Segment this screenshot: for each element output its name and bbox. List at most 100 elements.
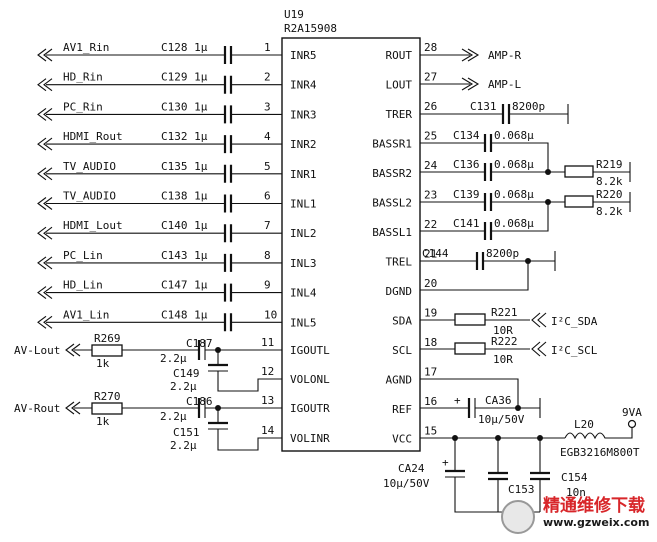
pin-name: IGOUTL (290, 344, 330, 357)
pin-number: 9 (264, 279, 271, 292)
input-cap-label: C130 1μ (161, 100, 208, 113)
logo-icon (501, 500, 535, 534)
pin-name: INR3 (290, 108, 317, 121)
watermark-url: www.gzweix.com (543, 516, 650, 529)
c141-label: C141 (453, 217, 480, 230)
coupling-cap-label: C186 (186, 395, 213, 408)
watermark-cn: 精通维修下载 (543, 496, 645, 516)
input-cap-label: C143 1μ (161, 249, 208, 262)
pin-name: BASSL2 (372, 197, 412, 210)
svg-text:+: + (454, 394, 461, 407)
vol-cap-label: C151 (173, 426, 200, 439)
pin-number: 25 (424, 130, 437, 143)
c144-value: 8200p (486, 247, 519, 260)
c134-value: 0.068μ (494, 129, 534, 142)
pin-number: 23 (424, 189, 437, 202)
pin-name: INL2 (290, 227, 317, 240)
pin-number: 1 (264, 41, 271, 54)
pin-name: TRER (386, 108, 413, 121)
c154-label: C154 (561, 471, 588, 484)
r222-label: R222 (491, 335, 518, 348)
vol-cap-label: C149 (173, 367, 200, 380)
res-label: R270 (94, 390, 121, 403)
ca36-label: CA36 (485, 394, 512, 407)
coupling-cap-value: 2.2μ (160, 352, 187, 365)
pin-name: INR4 (290, 79, 317, 92)
r222-value: 10R (493, 353, 513, 366)
input-cap-label: C128 1μ (161, 41, 208, 54)
c139-value: 0.068μ (494, 188, 534, 201)
pin-name: INL1 (290, 198, 317, 211)
i2c-sda: R221 10R I²C_SDA (420, 306, 598, 337)
c131-value: 8200p (512, 100, 545, 113)
amp-l-label: AMP-L (488, 78, 521, 91)
r220-resistor (564, 195, 594, 208)
res-value: 1k (96, 357, 110, 370)
watermark-logo: 精通维修下载 www.gzweix.com (499, 496, 649, 536)
av-net-label: AV-Rout (14, 402, 60, 415)
i2c-scl: R222 10R I²C_SCL (420, 335, 598, 366)
amp-l-output: AMP-L (420, 77, 521, 91)
input-cap-label: C129 1μ (161, 71, 208, 84)
left-output-section: 11IGOUTL12VOLONL13IGOUTR14VOLINRAV-LoutR… (14, 332, 330, 452)
res-value: 1k (96, 415, 110, 428)
pin-name: VCC (392, 433, 412, 446)
input-cap-label: C140 1μ (161, 219, 208, 232)
pin-name: INL4 (290, 287, 317, 300)
pin-name: BASSR1 (372, 138, 412, 151)
input-net-label: PC_Lin (63, 249, 103, 262)
series-resistor (91, 402, 123, 415)
pin-number: 21 (424, 248, 437, 261)
c136-label: C136 (453, 158, 480, 171)
input-net-label: HD_Lin (63, 279, 103, 292)
pin-name: TREL (386, 256, 413, 269)
input-net-label: AV1_Rin (63, 41, 109, 54)
input-net-label: HDMI_Lout (63, 219, 123, 232)
r221-resistor (454, 313, 486, 326)
pin-name: INR1 (290, 168, 317, 181)
res-label: R269 (94, 332, 121, 345)
pin-name: LOUT (386, 79, 413, 92)
input-net-label: HD_Rin (63, 71, 103, 84)
coupling-cap-label: C187 (186, 337, 213, 350)
input-net-label: PC_Rin (63, 100, 103, 113)
r219-label: R219 (596, 158, 623, 171)
ref-ca36-capacitor: + CA36 10μ/50V (420, 378, 541, 426)
pin-name: AGND (386, 374, 413, 387)
c154-value: 10n (566, 486, 586, 499)
input-cap-label: C147 1μ (161, 279, 208, 292)
pin-name: VOLONL (290, 373, 330, 386)
r219-resistor (564, 165, 594, 178)
vcc-net-label: 9VA (622, 406, 642, 419)
input-cap-label: C135 1μ (161, 160, 208, 173)
pin-number: 27 (424, 71, 437, 84)
vol-cap-value: 2.2μ (170, 439, 197, 452)
input-net-label: TV_AUDIO (63, 190, 116, 203)
pin-number: 11 (261, 336, 274, 349)
c144-label: C144 (422, 247, 449, 260)
coupling-cap-value: 2.2μ (160, 410, 187, 423)
r221-label: R221 (491, 306, 518, 319)
pin-name: INR5 (290, 49, 317, 62)
right-pin-section: ROUT28LOUT27TRER26BASSR125BASSR224BASSL2… (372, 41, 437, 446)
c141-value: 0.068μ (494, 217, 534, 230)
pin-number: 5 (264, 160, 271, 173)
ca24-label: CA24 (398, 462, 425, 475)
ic-part: R2A15908 (284, 22, 337, 35)
sda-net-label: I²C_SDA (551, 315, 598, 328)
ca24-value: 10μ/50V (383, 477, 430, 490)
pin-number: 26 (424, 100, 437, 113)
pin-number: 22 (424, 218, 437, 231)
amp-r-label: AMP-R (488, 49, 521, 62)
pin-number: 6 (264, 190, 271, 203)
c139-label: C139 (453, 188, 480, 201)
input-net-label: TV_AUDIO (63, 160, 116, 173)
